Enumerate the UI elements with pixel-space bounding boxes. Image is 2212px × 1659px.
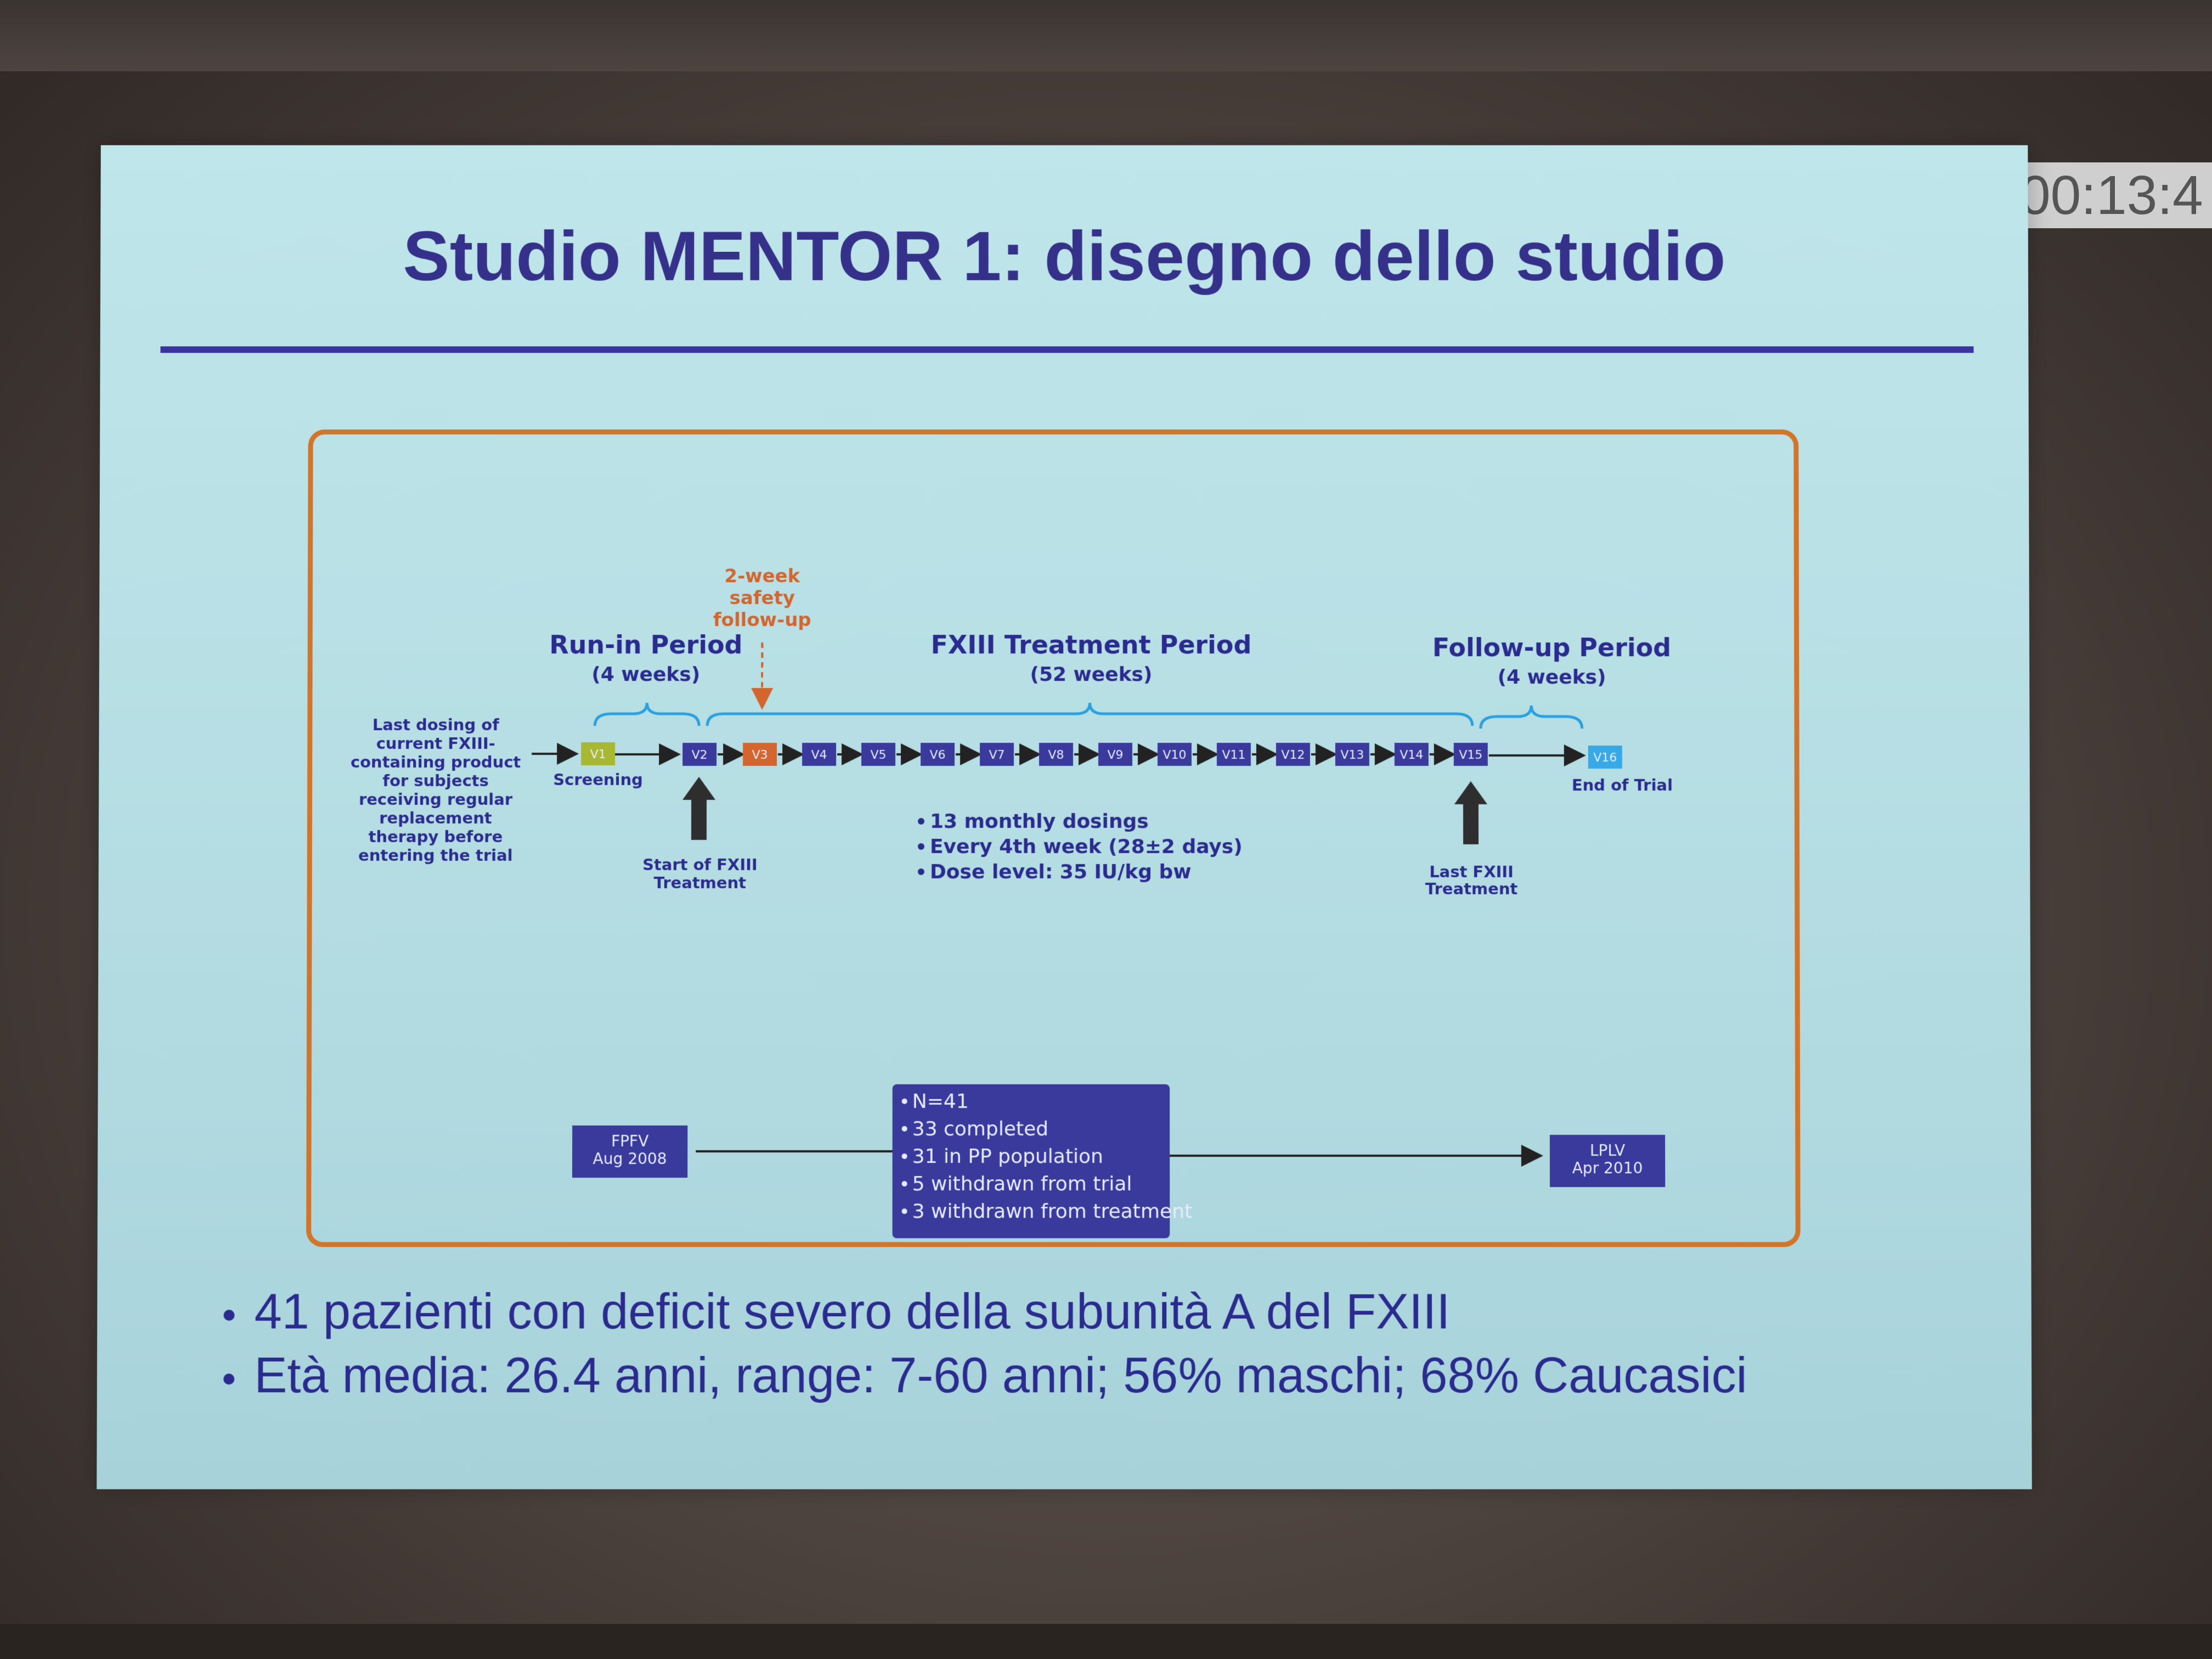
- visit-label: V1: [590, 748, 606, 761]
- summary-bullet-icon: [901, 1208, 907, 1214]
- slide-bullets: 41 pazienti con deficit severo della sub…: [223, 1280, 1982, 1408]
- lplv-label-line: Apr 2010: [1572, 1159, 1643, 1177]
- followup-bracket: [1480, 706, 1584, 729]
- summary-bullet-icon: [901, 1181, 907, 1187]
- safety-label-line: 2-week: [725, 565, 801, 587]
- fpfv-label-line: FPFV: [611, 1132, 648, 1150]
- visit-label: V13: [1340, 748, 1364, 762]
- last-dosing-note-line: replacement: [379, 809, 492, 827]
- visit-box: [743, 743, 777, 766]
- visit-box: [1335, 743, 1370, 766]
- summary-bullet-icon: [901, 1126, 907, 1132]
- visit-box: [1039, 743, 1074, 766]
- slide-title: Studio MENTOR 1: disegno dello studio: [403, 217, 1726, 296]
- summary-line: 3 withdrawn from treatment: [912, 1200, 1193, 1223]
- summary-line: N=41: [912, 1090, 969, 1113]
- presentation-timer: 00:13:4: [2009, 162, 2212, 228]
- bullet-1-text: 41 pazienti con deficit severo della sub…: [254, 1284, 1451, 1340]
- visit-box: [980, 743, 1014, 766]
- visit-box: [921, 743, 955, 766]
- visit-box: [1454, 743, 1488, 766]
- visit-box: [861, 743, 896, 766]
- summary-line: 31 in PP population: [912, 1146, 1103, 1168]
- safety-label-line: safety: [730, 587, 795, 609]
- title-rule: [160, 346, 1974, 353]
- dosing-bullet-icon: [917, 843, 924, 850]
- run-in-title: Run-in Period: [549, 630, 742, 659]
- visit-label: V8: [1048, 748, 1064, 762]
- treatment-duration: (52 weeks): [1030, 663, 1153, 686]
- screen-top-frame: [0, 0, 2212, 71]
- screen-bottom-frame: [0, 1624, 2212, 1659]
- bullet-2: Età media: 26.4 anni, range: 7-60 anni; …: [223, 1344, 1982, 1408]
- visit-label: V4: [811, 748, 827, 762]
- visit-label: V14: [1400, 748, 1423, 762]
- bullet-1: 41 pazienti con deficit severo della sub…: [223, 1280, 1982, 1344]
- summary-bullet-icon: [901, 1098, 907, 1104]
- last-treatment-label-line: Treatment: [1425, 879, 1518, 898]
- last-dosing-note-line: therapy before: [369, 827, 503, 846]
- last-dosing-note-line: receiving regular: [359, 790, 513, 809]
- end-of-trial-label: End of Trial: [1572, 776, 1673, 794]
- visit-box: [802, 743, 837, 766]
- last-dosing-note-line: containing product: [351, 753, 521, 771]
- visit-box: [682, 743, 717, 766]
- treatment-title: FXIII Treatment Period: [931, 630, 1252, 659]
- visit-box: [1588, 746, 1623, 769]
- visit-box: [1276, 743, 1311, 766]
- last-treatment-arrow-icon: [1454, 781, 1488, 844]
- visit-label: V5: [871, 748, 887, 762]
- bullet-dot-icon: [223, 1310, 235, 1321]
- summary-line: 5 withdrawn from trial: [912, 1173, 1132, 1195]
- dosing-note: 13 monthly dosings: [930, 810, 1149, 833]
- dosing-bullet-icon: [917, 868, 924, 875]
- run-in-duration: (4 weeks): [591, 663, 700, 686]
- visit-label: V7: [989, 748, 1005, 762]
- dosing-note: Every 4th week (28±2 days): [930, 836, 1243, 858]
- visit-label: V9: [1107, 748, 1123, 762]
- visit-label: V3: [752, 748, 768, 762]
- last-dosing-note-line: entering the trial: [358, 846, 512, 865]
- visit-box: [1098, 743, 1133, 766]
- summary-box: [892, 1084, 1170, 1238]
- start-treatment-label-line: Treatment: [654, 873, 747, 892]
- last-dosing-note-line: Last dosing of: [373, 715, 499, 734]
- visit-label: V11: [1222, 748, 1245, 762]
- slide: Studio MENTOR 1: disegno dello studio 2-…: [97, 145, 2032, 1489]
- safety-label-line: follow-up: [713, 609, 811, 631]
- visit-box: [1395, 743, 1429, 766]
- run-in-bracket: [594, 703, 701, 726]
- visit-label: V6: [930, 748, 946, 762]
- visit-box: [1158, 743, 1192, 766]
- visit-label: V10: [1163, 748, 1186, 762]
- visit-label: V15: [1459, 748, 1482, 762]
- followup-duration: (4 weeks): [1498, 666, 1606, 689]
- visit-label: V16: [1593, 751, 1617, 765]
- dosing-note: Dose level: 35 IU/kg bw: [930, 861, 1192, 883]
- fpfv-box: [572, 1125, 688, 1178]
- screening-label: Screening: [553, 770, 643, 789]
- last-dosing-note-line: current FXIII-: [376, 734, 495, 753]
- start-treatment-label-line: Start of FXIII: [642, 855, 758, 874]
- start-treatment-arrow-icon: [682, 777, 716, 840]
- visit-label: V12: [1281, 748, 1305, 762]
- fpfv-label-line: Aug 2008: [593, 1150, 667, 1168]
- lplv-label-line: LPLV: [1590, 1142, 1625, 1160]
- last-treatment-label-line: Last FXIII: [1429, 862, 1514, 881]
- lplv-box: [1549, 1135, 1666, 1187]
- followup-title: Follow-up Period: [1432, 633, 1671, 662]
- last-dosing-note-line: for subjects: [382, 771, 488, 790]
- dosing-bullet-icon: [917, 817, 924, 825]
- summary-bullet-icon: [901, 1153, 907, 1159]
- bullet-2-text: Età media: 26.4 anni, range: 7-60 anni; …: [254, 1348, 1747, 1403]
- visit-box: [1217, 743, 1251, 766]
- treatment-bracket: [706, 703, 1475, 726]
- visit-label: V2: [692, 748, 708, 762]
- summary-line: 33 completed: [912, 1118, 1048, 1140]
- bullet-dot-icon: [223, 1373, 235, 1385]
- visit-box: [581, 742, 616, 766]
